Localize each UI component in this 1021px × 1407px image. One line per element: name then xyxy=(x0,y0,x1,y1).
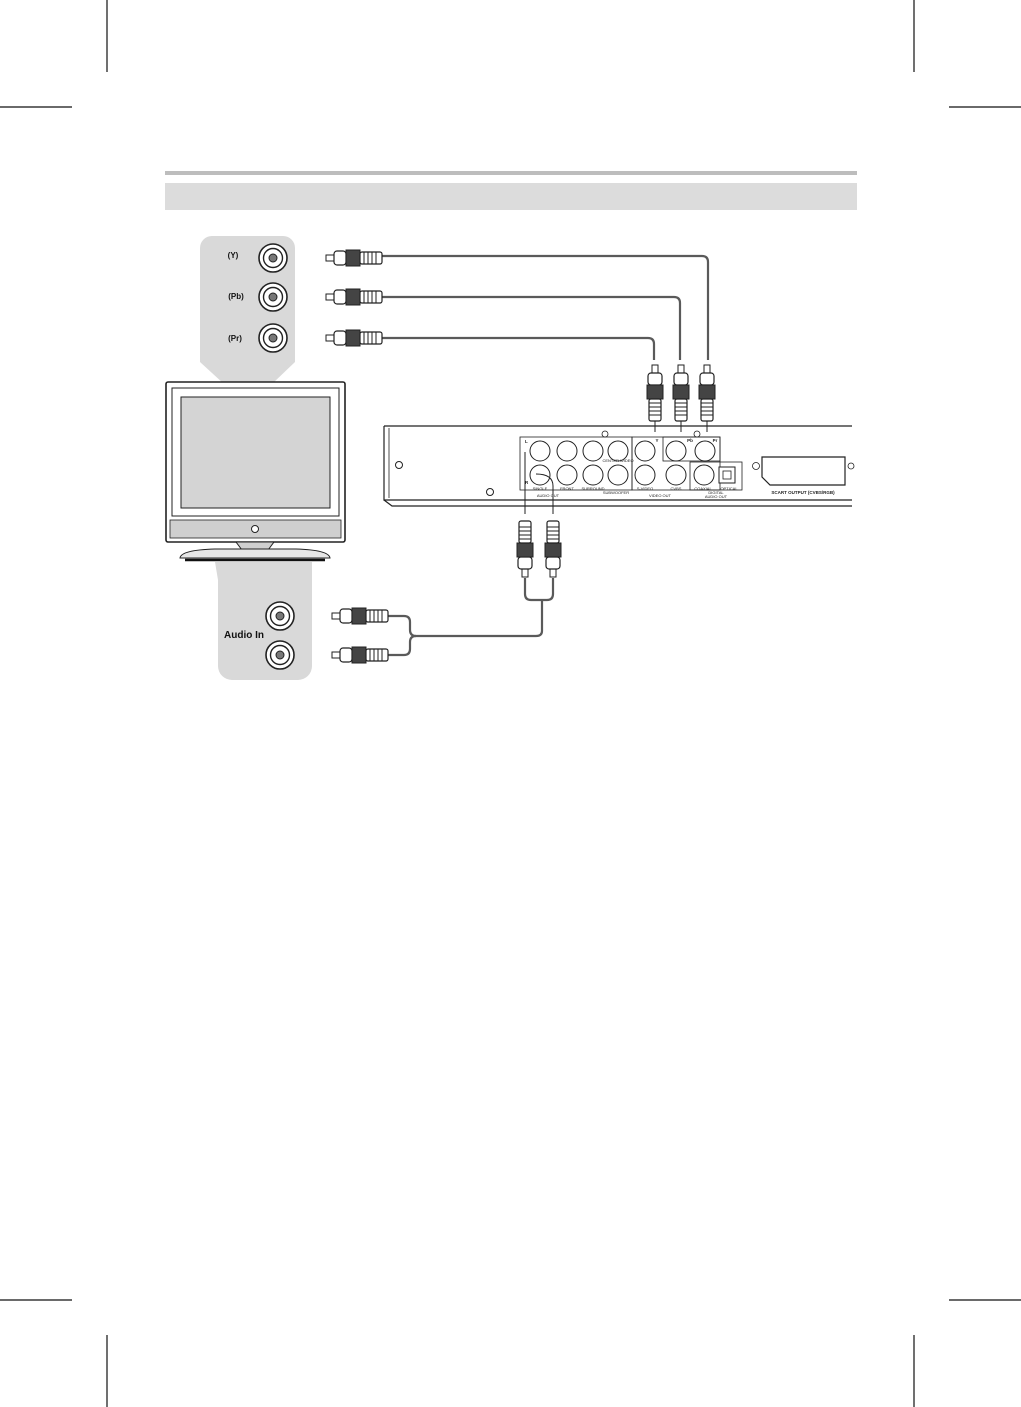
jack-label-cvbs: CVBS xyxy=(671,486,682,491)
jack-label-front: FRONT xyxy=(560,486,574,491)
component-leads xyxy=(654,421,708,432)
audio-out-caption: AUDIO OUT xyxy=(537,493,560,498)
video-cables xyxy=(381,254,710,360)
tv-audio-input-panel xyxy=(215,562,312,680)
header-band xyxy=(165,183,857,210)
component-y-label: Y xyxy=(655,438,658,443)
rca-plug-pb-player xyxy=(672,364,690,422)
scart-connector xyxy=(761,456,846,486)
digital-audio-caption: AUDIO OUT xyxy=(705,494,728,499)
label-pb: (Pb) xyxy=(228,292,244,301)
jack-label-surround: SURROUND xyxy=(581,486,604,491)
audio-leads xyxy=(524,452,554,514)
tv-jack-pr xyxy=(258,323,288,353)
rca-plug-audio-r-player xyxy=(544,520,562,578)
rca-plug-y-player xyxy=(698,364,716,422)
rca-plug-audio-l-player xyxy=(516,520,534,578)
tv-jack-audio-l xyxy=(265,601,295,631)
audio-out-r: R xyxy=(525,480,529,485)
label-y: (Y) xyxy=(228,251,239,260)
audio-out-l: L xyxy=(525,439,528,444)
digital-label: DIGITAL xyxy=(708,490,724,495)
label-pr: (Pr) xyxy=(228,334,242,343)
rca-plug-pr-tv xyxy=(325,329,383,347)
tv-jack-y xyxy=(258,243,288,273)
jack-label-coaxial: COAXIAL xyxy=(694,486,712,491)
tv-jack-audio-r xyxy=(265,640,295,670)
dvd-player-rear-panel: L R SINGLE FRONT SURROUND SUBWOOFER CENT… xyxy=(383,425,855,507)
component-pb-label: Pb xyxy=(687,438,693,443)
rca-plug-pr-player xyxy=(646,364,664,422)
rca-plug-audio-l-tv xyxy=(331,607,389,625)
television xyxy=(165,381,346,562)
rca-plug-pb-tv xyxy=(325,288,383,306)
component-pr-label: Pr xyxy=(713,438,718,443)
jack-label-center: CENTER WIDEO xyxy=(602,458,633,463)
header-rule xyxy=(165,171,857,175)
jack-label-svideo: S-VIDEO xyxy=(637,486,653,491)
tv-jack-pb xyxy=(258,282,288,312)
jack-label-subwoofer: SUBWOOFER xyxy=(603,490,629,495)
rca-plug-audio-r-tv xyxy=(331,646,389,664)
scart-label: SCART OUTPUT (CVBS/RGB) xyxy=(771,490,835,495)
jack-label-optical: OPTICAL xyxy=(720,486,738,491)
rca-plug-y-tv xyxy=(325,249,383,267)
label-audio-in: Audio In xyxy=(224,630,264,641)
audio-cable xyxy=(387,578,555,657)
jack-label-single: SINGLE xyxy=(533,486,548,491)
video-out-caption: VIDEO OUT xyxy=(649,493,672,498)
